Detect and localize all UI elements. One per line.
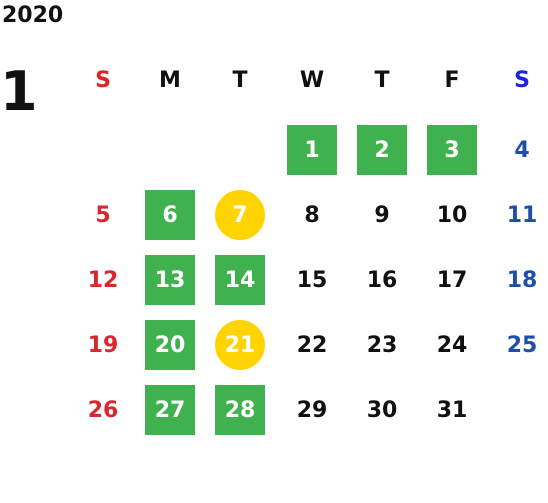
day-cell[interactable]: 2 (357, 125, 407, 175)
day-cell[interactable]: 25 (506, 332, 538, 358)
day-cell[interactable]: 29 (296, 397, 328, 423)
calendar-year: 2020 (2, 3, 64, 28)
day-cell[interactable]: 7 (215, 190, 265, 240)
weekday-label: F (444, 68, 460, 93)
day-cell[interactable]: 17 (436, 267, 468, 293)
day-cell[interactable]: 22 (296, 332, 328, 358)
day-cell[interactable]: 5 (95, 202, 111, 228)
day-cell[interactable]: 18 (506, 267, 538, 293)
day-cell[interactable]: 14 (215, 255, 265, 305)
day-cell[interactable]: 9 (374, 202, 390, 228)
weekday-label: S (95, 68, 111, 93)
day-cell[interactable]: 15 (296, 267, 328, 293)
day-cell[interactable]: 19 (87, 332, 119, 358)
day-cell[interactable]: 24 (436, 332, 468, 358)
day-cell[interactable]: 20 (145, 320, 195, 370)
day-cell[interactable]: 13 (145, 255, 195, 305)
day-cell[interactable]: 1 (287, 125, 337, 175)
weekday-label: S (514, 68, 530, 93)
day-cell[interactable]: 26 (87, 397, 119, 423)
day-cell[interactable]: 4 (514, 137, 530, 163)
calendar-month: 1 (0, 60, 38, 123)
day-cell[interactable]: 27 (145, 385, 195, 435)
day-cell[interactable]: 28 (215, 385, 265, 435)
day-cell[interactable]: 3 (427, 125, 477, 175)
day-cell[interactable]: 16 (366, 267, 398, 293)
weekday-label: W (299, 68, 325, 93)
day-cell[interactable]: 8 (304, 202, 320, 228)
day-cell[interactable]: 6 (145, 190, 195, 240)
weekday-label: T (374, 68, 390, 93)
weekday-label: T (232, 68, 248, 93)
day-cell[interactable]: 11 (506, 202, 538, 228)
day-cell[interactable]: 21 (215, 320, 265, 370)
day-cell[interactable]: 31 (436, 397, 468, 423)
day-cell[interactable]: 30 (366, 397, 398, 423)
weekday-label: M (159, 68, 181, 93)
day-cell[interactable]: 23 (366, 332, 398, 358)
day-cell[interactable]: 10 (436, 202, 468, 228)
day-cell[interactable]: 12 (87, 267, 119, 293)
